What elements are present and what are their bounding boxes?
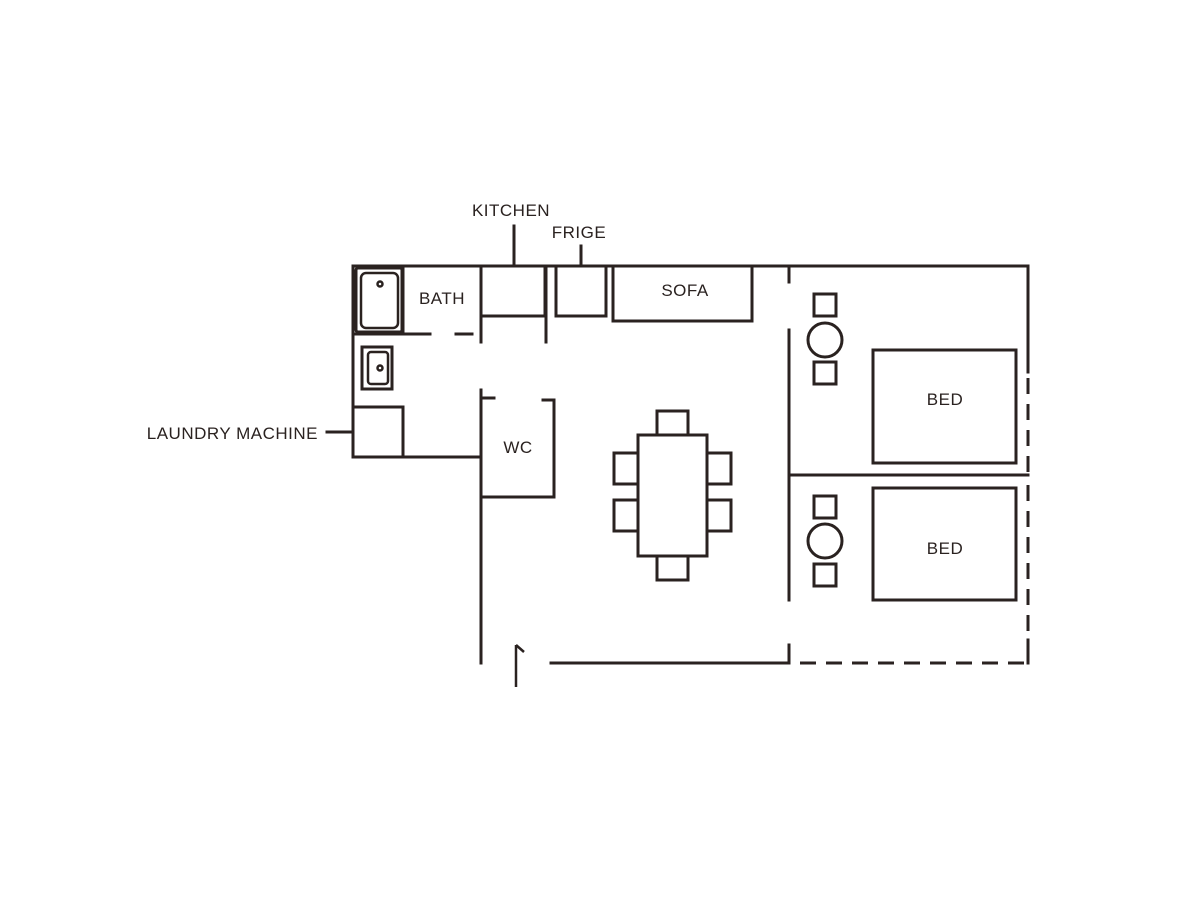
kitchen-counter bbox=[479, 264, 547, 318]
bathtub-outer bbox=[354, 266, 404, 334]
kitchen-area bbox=[479, 224, 754, 344]
dining-chair bbox=[655, 554, 690, 582]
dining-chair bbox=[612, 451, 640, 486]
bedside-stool bbox=[812, 562, 838, 588]
wc-label: WC bbox=[503, 438, 532, 457]
bed-top-label: BED bbox=[927, 390, 963, 409]
sink-inner bbox=[366, 350, 390, 386]
fridge bbox=[554, 264, 608, 318]
laundry-machine bbox=[351, 405, 405, 459]
wc-area bbox=[479, 388, 556, 499]
bathtub-inner bbox=[359, 271, 400, 330]
dining-table bbox=[636, 433, 709, 558]
bed-top bbox=[871, 348, 1018, 465]
door-tip bbox=[515, 644, 525, 653]
dining-chair bbox=[655, 409, 690, 437]
dining-chair bbox=[612, 498, 640, 533]
dining-table-group bbox=[612, 409, 733, 582]
bathtub-drain bbox=[376, 280, 384, 288]
kitchen-label: KITCHEN bbox=[472, 201, 550, 220]
bed-bottom bbox=[871, 486, 1018, 602]
bedside-table bbox=[806, 321, 844, 359]
bedside-stool bbox=[812, 292, 838, 318]
bedroom-area bbox=[787, 264, 1030, 665]
dining-chair bbox=[705, 498, 733, 533]
fridge-label: FRIGE bbox=[552, 223, 606, 242]
bathroom-area bbox=[325, 264, 474, 459]
dining-chair bbox=[705, 451, 733, 486]
sink-outer bbox=[360, 345, 394, 391]
bath-label: BATH bbox=[419, 289, 465, 308]
labels: KITCHEN FRIGE BATH SOFA LAUNDRY MACHINE … bbox=[147, 201, 963, 558]
bedside-stool bbox=[812, 494, 838, 520]
sink-drain bbox=[376, 364, 384, 372]
entrance-door bbox=[514, 644, 525, 687]
bedside-table bbox=[806, 522, 844, 560]
sofa bbox=[611, 264, 754, 323]
bedside-stool bbox=[812, 360, 838, 386]
sofa-label: SOFA bbox=[661, 281, 709, 300]
laundry-label: LAUNDRY MACHINE bbox=[147, 424, 318, 443]
bed-bottom-label: BED bbox=[927, 539, 963, 558]
